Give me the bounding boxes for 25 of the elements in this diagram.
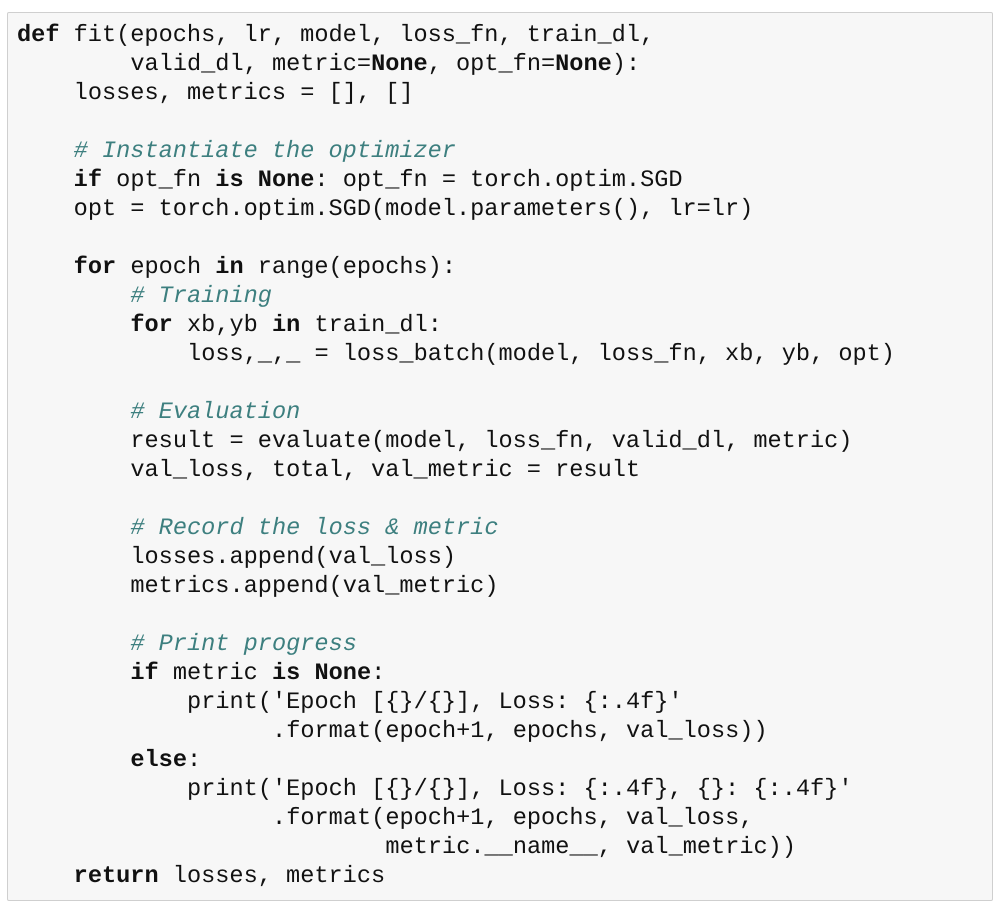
code-line: if metric is None: [130,660,386,688]
code-line: for xb,yb in train_dl: [130,312,442,340]
code-line: loss,_,_ = loss_batch(model, loss_fn, xb, yb, opt) [187,341,895,369]
code-line: .format(epoch+1, epochs, val_loss)) [272,718,768,746]
code-line: result = evaluate(model, loss_fn, valid_dl, metric) [130,428,852,456]
code-comment: # Instantiate the optimizer [74,138,456,166]
code-comment: # Print progress [130,631,357,659]
code-line: valid_dl, metric=None, opt_fn=None): [130,51,640,79]
code-comment: # Evaluation [130,399,300,427]
code-line: metrics.append(val_metric) [130,573,498,601]
code-line: opt = torch.optim.SGD(model.parameters(), lr=lr) [74,196,754,224]
code-line: return losses, metrics [74,863,386,891]
code-line: .format(epoch+1, epochs, val_loss, [272,805,754,833]
code-line: print('Epoch [{}/{}], Loss: {:.4f}' [187,689,683,717]
code-line: else: [130,747,202,775]
code-line: losses, metrics = [], [] [74,80,414,108]
code-line: val_loss, total, val_metric = result [130,457,640,485]
code-line: print('Epoch [{}/{}], Loss: {:.4f}, {}: {:.4f}' [187,776,852,804]
code-comment: # Record the loss & metric [130,515,498,543]
code-line: if opt_fn is None: opt_fn = torch.optim.SGD [74,167,683,195]
code-comment: # Training [130,283,272,311]
code-line: metric.__name__, val_metric)) [385,834,796,862]
code-line: def fit(epochs, lr, model, loss_fn, train_dl, [17,22,654,50]
code-line: losses.append(val_loss) [130,544,456,572]
code-line: for epoch in range(epochs): [74,254,456,282]
